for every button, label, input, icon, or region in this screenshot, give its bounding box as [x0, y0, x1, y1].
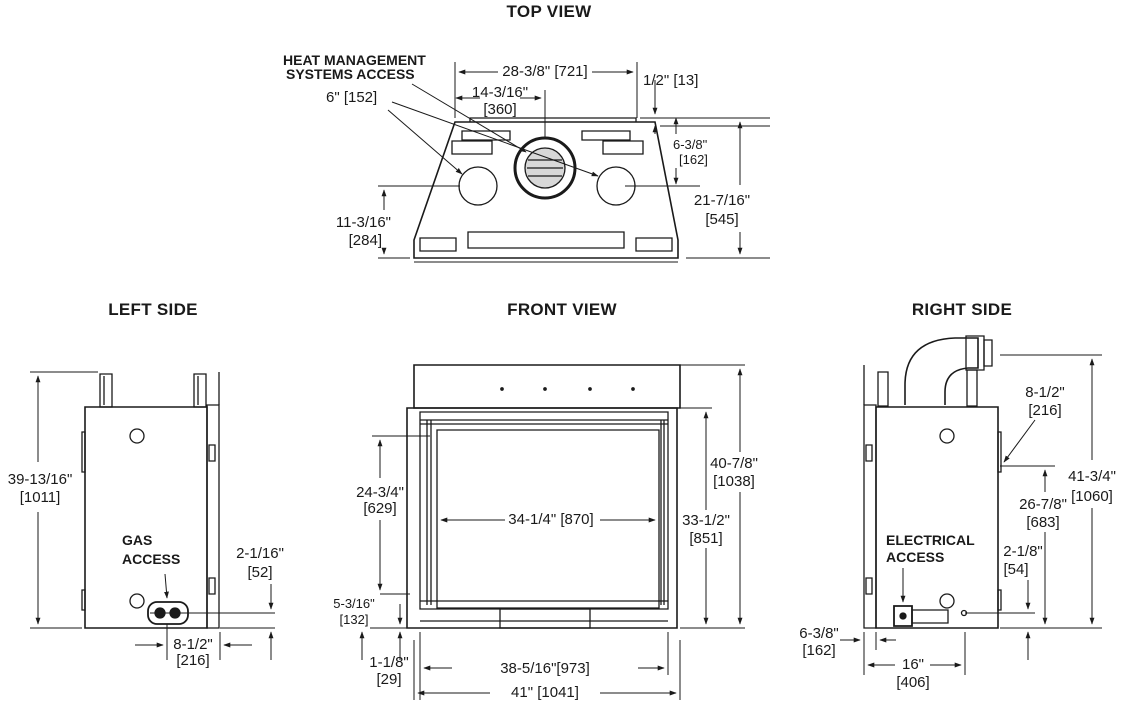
dim-front-3414: 34-1/4" [870]: [508, 511, 594, 528]
dim-front-5316-mm: [132]: [339, 612, 369, 627]
left-body: [85, 407, 207, 628]
dim-top-14-mm: [360]: [483, 101, 517, 118]
dim-top-2116-in: 21-7/16": [693, 192, 751, 209]
top-bracket-left: [452, 141, 492, 154]
top-view-outline: [414, 122, 678, 258]
heat-access-left: [459, 167, 497, 205]
right-side-view: [864, 336, 1001, 628]
left-vent-stub-b: [194, 374, 206, 407]
dim-right-638-in: 6-3/8": [799, 625, 839, 642]
gas-access-label-line1: GAS: [122, 532, 153, 548]
dim-front-40-mm: [1038]: [713, 473, 755, 490]
dim-right-16-mm: [406]: [896, 674, 930, 691]
top-view-title: TOP VIEW: [506, 2, 592, 21]
front-control-strip: [500, 609, 590, 628]
right-body: [876, 407, 998, 628]
dim-top-2116-mm: [545]: [705, 211, 739, 228]
dim-front-33-in: 33-1/2": [682, 512, 730, 529]
top-view: [414, 118, 678, 262]
dim-front-41: 41" [1041]: [511, 684, 579, 701]
top-bracket-lower-right: [636, 238, 672, 251]
front-view-dimensions: [359, 365, 745, 700]
top-flue-collar: [470, 118, 636, 122]
front-glass: [437, 430, 659, 608]
dim-left-812-mm: [216]: [176, 652, 210, 669]
top-view-dimensions: [378, 62, 770, 258]
dim-front-385: 38-5/16"[973]: [500, 660, 590, 677]
front-view-title: FRONT VIEW: [507, 300, 617, 319]
left-side-dimensions: [30, 372, 275, 660]
front-view: [407, 365, 680, 628]
dim-top-14-in: 14-3/16": [471, 84, 529, 101]
dim-right-41-in: 41-3/4": [1068, 468, 1116, 485]
dim-top-6-inch: 6" [152]: [326, 89, 378, 106]
heat-access-label-line1: HEAT MANAGEMENT: [283, 52, 426, 68]
dim-top-11-in: 11-3/16": [335, 214, 391, 231]
dim-left-2116-mm: [52]: [247, 564, 273, 581]
electrical-access-label-line1: ELECTRICAL: [886, 532, 975, 548]
left-side-view: [82, 372, 219, 628]
dim-left-39-mm: [1011]: [19, 489, 61, 506]
left-vent-stub-a: [100, 374, 112, 407]
left-back-panel: [207, 405, 219, 628]
dim-front-118-mm: [29]: [376, 671, 402, 688]
dim-right-638-mm: [162]: [802, 642, 836, 659]
dim-front-40-in: 40-7/8": [710, 455, 758, 472]
left-side-title: LEFT SIDE: [108, 300, 198, 319]
dim-front-33-mm: [851]: [689, 530, 723, 547]
top-front-slot: [468, 232, 624, 248]
dim-left-2116-in: 2-1/16": [236, 545, 284, 562]
dim-right-26-mm: [683]: [1026, 514, 1060, 531]
dim-front-2434-in: 24-3/4": [356, 484, 404, 501]
dim-right-812-mm: [216]: [1028, 402, 1062, 419]
dim-right-26-in: 26-7/8": [1019, 496, 1067, 513]
dim-top-half-inch: 1/2" [13]: [643, 72, 699, 89]
electrical-access-label-line2: ACCESS: [886, 549, 945, 565]
dim-front-5316-in: 5-3/16": [333, 596, 375, 611]
dim-left-812-in: 8-1/2": [173, 636, 213, 653]
right-side-dimensions: [840, 355, 1102, 675]
gas-access-label-line2: ACCESS: [122, 551, 181, 567]
right-front-panel: [864, 405, 876, 628]
dim-top-11-mm: [284]: [348, 232, 382, 249]
heat-access-label-line2: SYSTEMS ACCESS: [286, 66, 415, 82]
dim-right-218-mm: [54]: [1003, 561, 1029, 578]
dim-top-638-in: 6-3/8": [673, 137, 708, 152]
dim-front-2434-mm: [629]: [363, 500, 397, 517]
top-vent-right: [582, 131, 630, 140]
dim-right-218-in: 2-1/8": [1003, 543, 1043, 560]
dim-top-638-mm: [162]: [679, 152, 708, 167]
dim-right-16-in: 16": [901, 656, 925, 673]
top-bracket-right: [603, 141, 643, 154]
dim-right-812-in: 8-1/2": [1025, 384, 1065, 401]
top-bracket-lower-left: [420, 238, 456, 251]
dim-left-39-in: 39-13/16": [7, 471, 73, 488]
right-side-title: RIGHT SIDE: [911, 300, 1013, 319]
dim-front-118-in: 1-1/8": [369, 654, 409, 671]
dim-top-width-28: 28-3/8" [721]: [502, 63, 588, 80]
top-vent-left: [462, 131, 510, 140]
front-top-hood: [414, 365, 680, 408]
dim-right-41-mm: [1060]: [1071, 488, 1113, 505]
